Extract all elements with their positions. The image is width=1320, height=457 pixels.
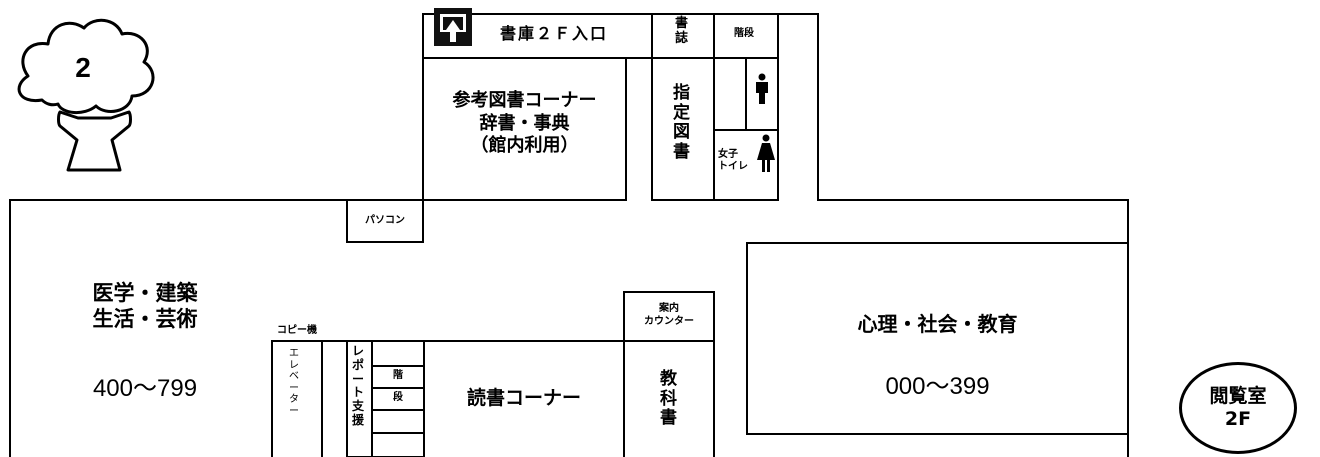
reference-corner-label: 参考図書コーナー 辞書・事典 （館内利用） — [452, 90, 597, 156]
designated-books-label: 指 定 図 書 — [673, 83, 690, 162]
stack-entrance-label: 書庫２Ｆ入口 — [500, 24, 609, 43]
info-counter-label: 案内 カウンター — [644, 303, 694, 327]
badge-line-2: 2F — [1224, 408, 1252, 430]
reading-room-badge: 閲覧室 2F — [1179, 362, 1297, 454]
stairs-bottom-char-1: 階 — [393, 370, 403, 381]
textbooks-label: 教 科 書 — [660, 369, 677, 429]
periodicals-label: 書誌 — [675, 16, 689, 46]
pc-room — [346, 199, 424, 243]
tree-icon — [17, 18, 155, 172]
report-support-label: レ ポ ー ト 支 援 — [352, 344, 365, 427]
medical-range: 400〜799 — [92, 375, 198, 402]
reading-corner-label: 読書コーナー — [466, 387, 581, 409]
women-restroom-icon — [757, 134, 775, 172]
badge-line-1: 閲覧室 — [1209, 385, 1267, 408]
stairs-top-label: 階段 — [734, 28, 754, 39]
social-range: 000〜399 — [885, 373, 990, 400]
exit-arrow-icon — [434, 8, 472, 46]
building-outline — [9, 13, 1129, 457]
floor-number: 2 — [75, 52, 91, 83]
pc-label: パソコン — [365, 215, 405, 226]
stairs-bottom-char-2: 段 — [393, 392, 403, 403]
reference-corner-room — [422, 57, 627, 201]
elevator-label: エ レ ベ ー タ ー — [289, 348, 299, 417]
social-section-room — [746, 242, 1129, 435]
medical-section-label: 医学・建築 生活・芸術 — [92, 281, 198, 332]
men-restroom-icon — [756, 73, 768, 104]
copier-label: コピー機 — [277, 325, 317, 336]
social-section-label: 心理・社会・教育 — [857, 312, 1018, 336]
womens-toilet-label: 女子 トイレ — [718, 149, 748, 172]
